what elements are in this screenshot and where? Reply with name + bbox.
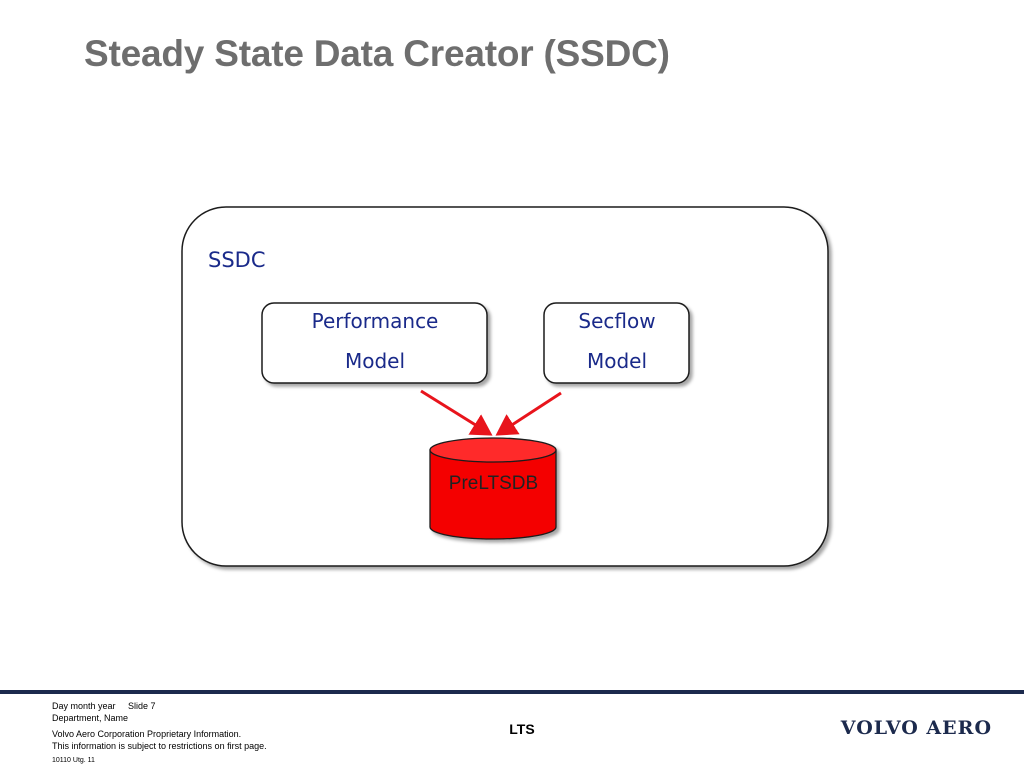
- secflow-model-line2: Model: [586, 349, 648, 373]
- footer-department: Department, Name: [52, 713, 129, 723]
- footer-proprietary-line1: Volvo Aero Corporation Proprietary Infor…: [52, 729, 242, 739]
- footer-proprietary-line2: This information is subject to restricti…: [52, 741, 267, 751]
- ssdc-container-label: SSDC: [208, 248, 266, 272]
- database-label: PreLTSDB: [448, 473, 539, 494]
- ssdc-container: [181, 206, 829, 567]
- footer-form-code: 10110 Utg. 11: [52, 757, 95, 764]
- footer-divider: [0, 690, 1024, 694]
- secflow-model-label: Secflow Model: [544, 301, 690, 381]
- performance-model-label: Performance Model: [262, 301, 488, 381]
- database-cylinder: [429, 437, 557, 540]
- performance-model-line2: Model: [344, 349, 406, 373]
- slide-title: Steady State Data Creator (SSDC): [84, 33, 670, 74]
- secflow-model-box: [543, 302, 690, 384]
- performance-model-line1: Performance: [311, 309, 439, 333]
- arrow-secflow-to-db: [495, 391, 562, 436]
- diagram-canvas: [181, 206, 829, 567]
- footer-slide-number: Slide 7: [128, 701, 156, 711]
- footer-center-text: LTS: [509, 721, 535, 737]
- ssdc-diagram: SSDC Performance Model Secflow Model Pre…: [181, 206, 829, 567]
- performance-model-box: [261, 302, 488, 384]
- arrow-performance-to-db: [420, 389, 493, 436]
- volvo-aero-logo: VOLVO AERO: [840, 717, 992, 739]
- secflow-model-line1: Secflow: [578, 309, 656, 333]
- footer-date: Day month year: [52, 701, 116, 711]
